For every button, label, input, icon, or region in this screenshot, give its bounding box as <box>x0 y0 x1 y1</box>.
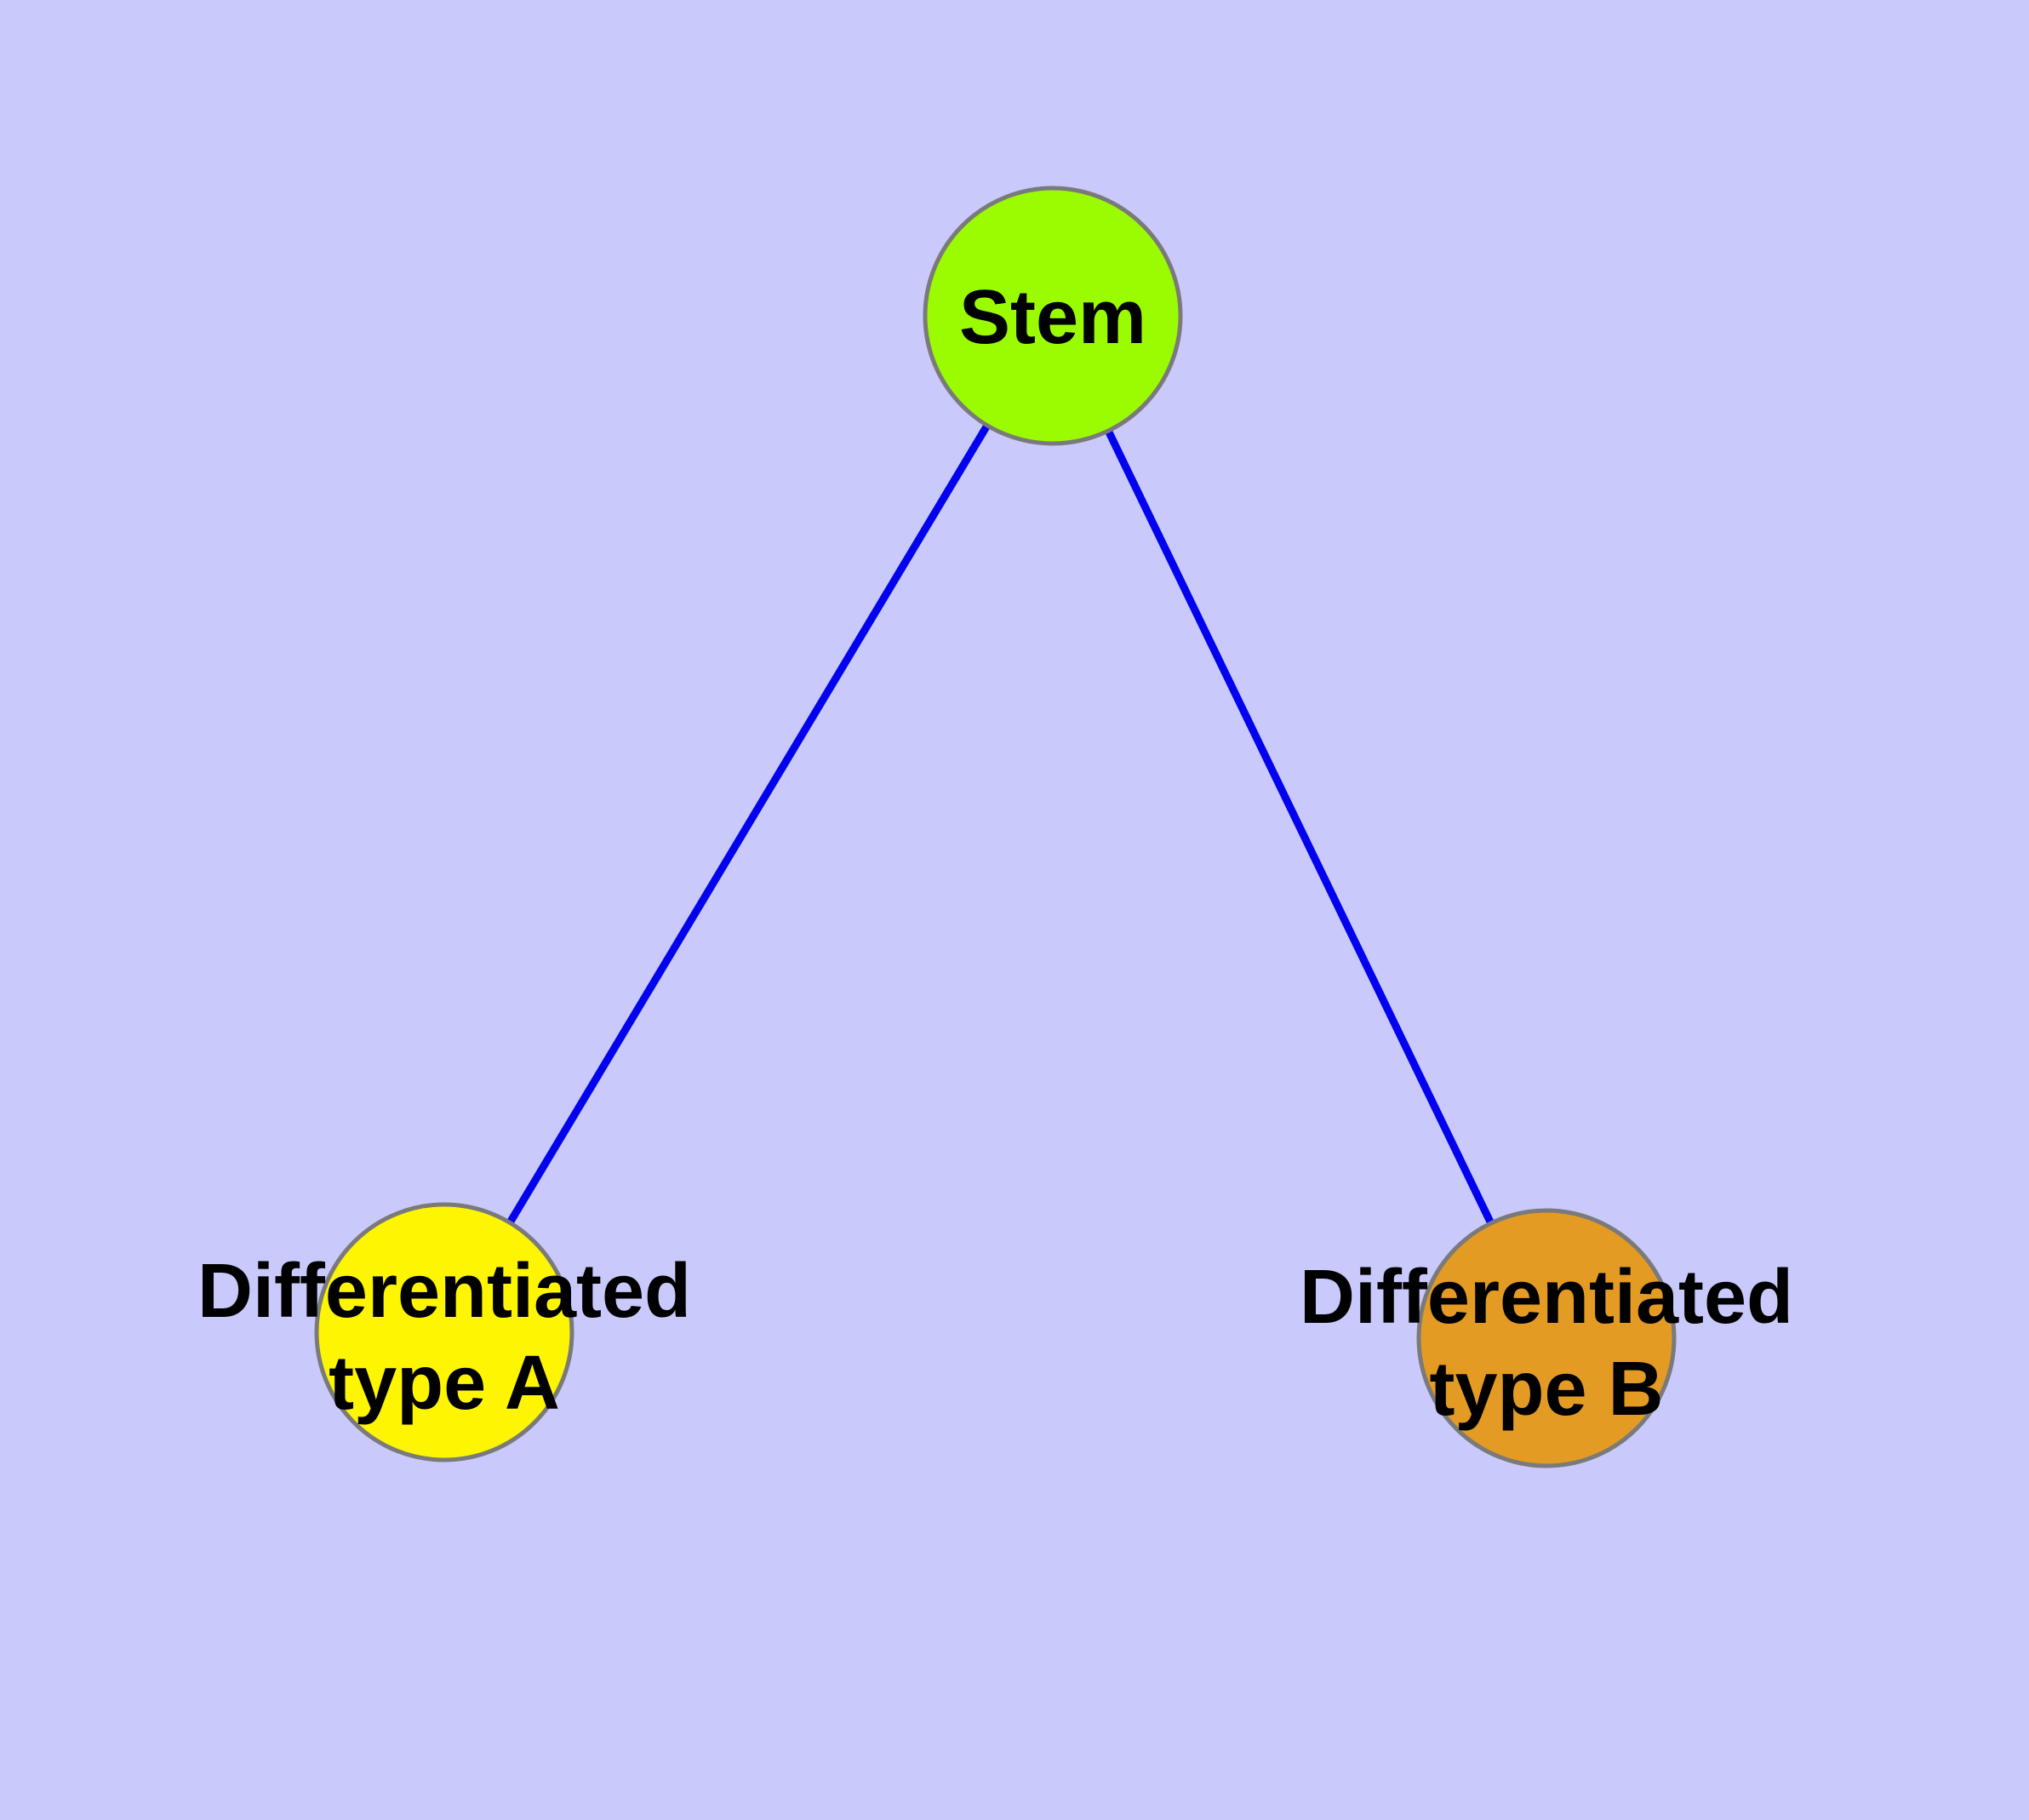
node-circle-type-b <box>1416 1208 1677 1468</box>
edge-stem-to-type-a <box>441 313 1056 1335</box>
node-label-type-b-line1: Differentiated <box>1300 1255 1793 1340</box>
node-circle-stem <box>923 186 1183 446</box>
node-circle-type-a <box>314 1202 574 1462</box>
node-label-stem: Stem <box>959 275 1146 360</box>
edge-stem-to-type-b <box>1049 314 1551 1340</box>
node-label-type-a-line1: Differentiated <box>197 1249 691 1334</box>
node-label-type-b-line2: type B <box>1429 1347 1663 1432</box>
node-label-type-a-line2: type A <box>329 1341 560 1426</box>
